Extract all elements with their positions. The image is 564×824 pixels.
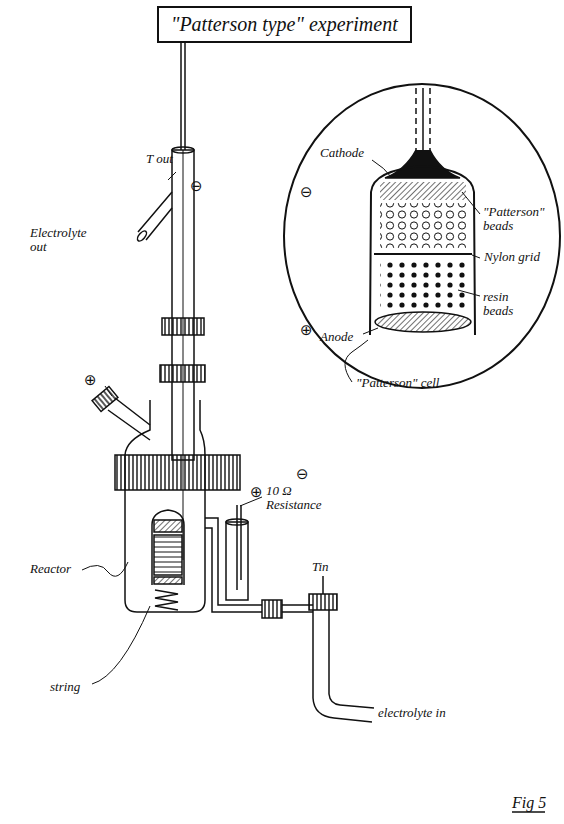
part-label: Nylon grid [484,250,554,264]
anode-mesh [375,312,471,332]
nylon-grid [374,253,472,255]
figure-number: Fig 5 [512,794,546,812]
glass-tube [136,147,194,460]
port-label: electrolyte in [378,706,468,720]
polarity-symbol: ⊕ [84,372,97,389]
polarity-symbol: ⊕ [300,322,313,339]
port-label: Tin [312,560,329,574]
part-label: string [50,680,80,694]
part-label: "Patterson" cell [356,376,476,390]
title-text: "Patterson type" experiment [171,13,398,36]
resistor-label: 10 Ω Resistance [266,484,334,513]
polarity-symbol: ⊖ [296,466,309,483]
leader-line [345,160,480,382]
part-label: Reactor [30,562,71,576]
polarity-symbol: ⊖ [190,178,203,195]
port-label: Electrolyte out [30,226,102,255]
polarity-symbol: ⊖ [300,184,313,201]
cathode-rod [385,88,460,178]
title-box: "Patterson type" experiment [157,6,412,43]
part-label: "Patterson" beads [483,205,555,234]
spring [155,590,178,610]
terminal-label: T out [146,152,173,166]
polarity-symbol: ⊕ [250,484,263,501]
part-label: Cathode [320,146,364,160]
inset-circle [284,84,560,388]
leader-line [82,386,262,684]
part-label: Anode [320,330,353,344]
clamp-nut [160,365,205,382]
patterson-cell [370,166,475,335]
patterson-cell-small [152,510,184,585]
part-label: resin beads [483,290,533,319]
connecting-tube [205,505,374,722]
clamp-nut [162,318,204,335]
underline [512,811,545,813]
